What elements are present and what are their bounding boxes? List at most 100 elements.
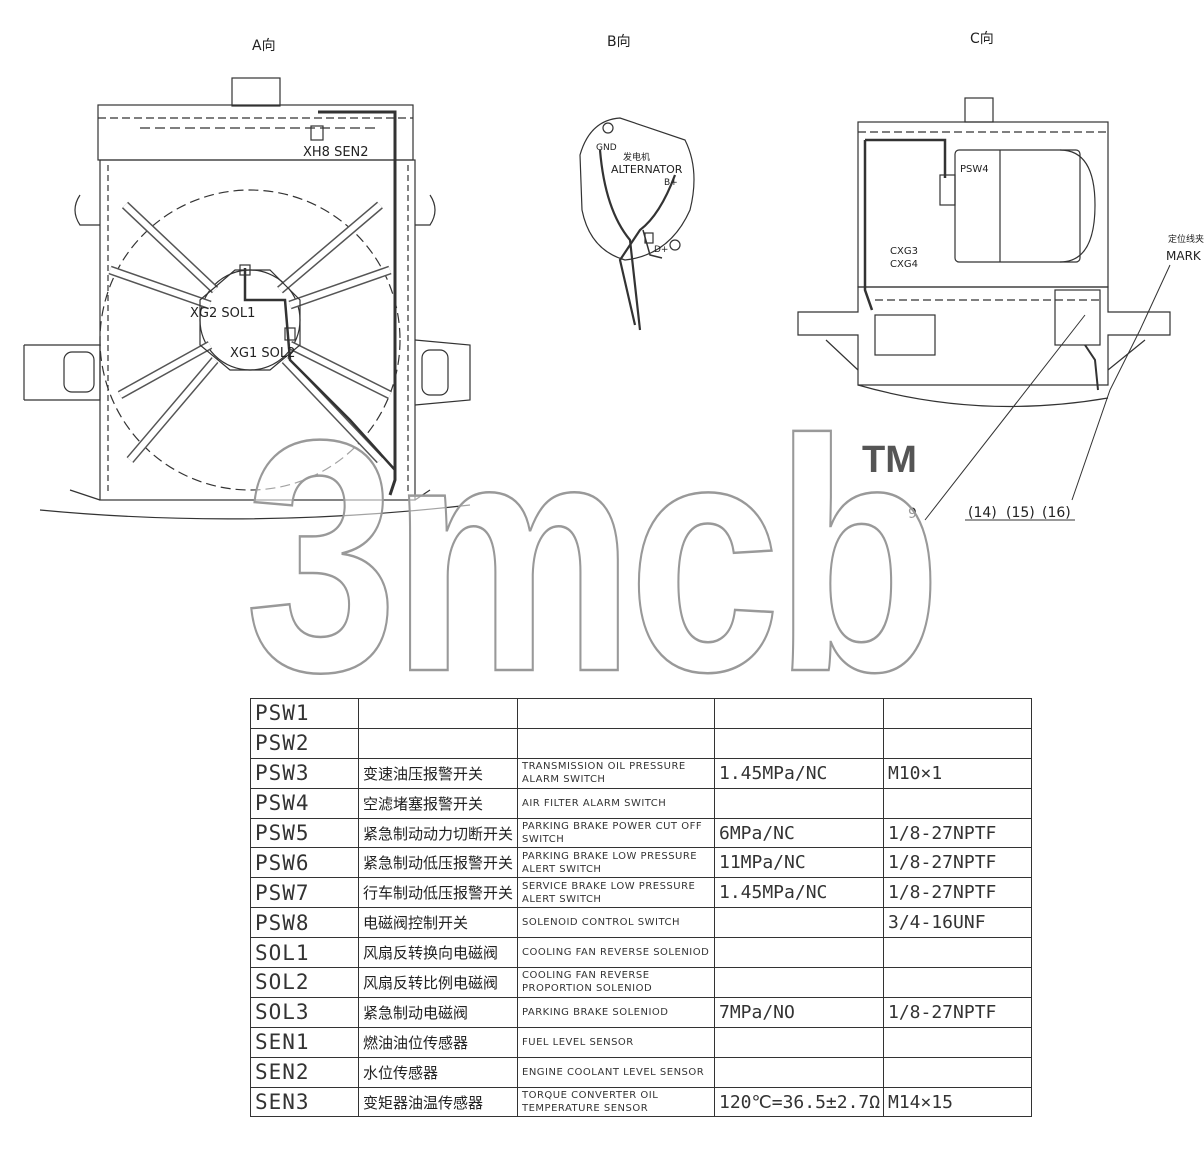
wiring-drawing: A向 <box>23 31 1204 522</box>
label-gnd: GND <box>596 143 617 153</box>
cell-en: PARKING BRAKE LOW PRESSURE ALERT SWITCH <box>517 847 715 879</box>
cell-thread: 3/4-16UNF <box>883 907 1032 939</box>
label-item-16: (16) <box>1042 505 1071 521</box>
cell-en <box>517 698 715 729</box>
cell-spec <box>714 727 884 759</box>
cell-code: PSW4 <box>250 787 359 819</box>
cell-spec: 7MPa/NO <box>714 996 884 1028</box>
cell-cn: 电磁阀控制开关 <box>358 907 518 939</box>
view-a-drawing: A向 <box>23 38 471 520</box>
cell-thread <box>883 787 1032 819</box>
view-a-title: A向 <box>252 38 276 54</box>
cell-thread <box>883 937 1032 969</box>
label-cxg3: CXG3 <box>890 246 918 257</box>
cell-spec <box>714 937 884 969</box>
cell-en: SERVICE BRAKE LOW PRESSURE ALERT SWITCH <box>517 877 715 909</box>
cell-spec <box>714 1026 884 1058</box>
cell-code: SOL2 <box>250 967 359 998</box>
cell-code: SEN3 <box>250 1086 359 1118</box>
table-row: PSW2 <box>250 727 1032 759</box>
label-cxg4: CXG4 <box>890 259 918 270</box>
label-mark: MARK <box>1166 249 1202 263</box>
cell-en: TRANSMISSION OIL PRESSURE ALARM SWITCH <box>517 757 715 789</box>
cell-spec <box>714 698 884 729</box>
cell-code: PSW7 <box>250 877 359 909</box>
cell-en: PARKING BRAKE SOLENIOD <box>517 996 715 1028</box>
cell-cn: 紧急制动低压报警开关 <box>358 847 518 879</box>
cell-thread: 1/8-27NPTF <box>883 996 1032 1028</box>
cell-code: PSW8 <box>250 907 359 939</box>
label-mark-cn: 定位线夹 <box>1168 233 1204 245</box>
cell-spec: 1.45MPa/NC <box>714 877 884 909</box>
cell-en: AIR FILTER ALARM SWITCH <box>517 787 715 819</box>
cell-en: COOLING FAN REVERSE SOLENIOD <box>517 937 715 969</box>
cell-cn: 变矩器油温传感器 <box>358 1086 518 1118</box>
label-xg1-sol2: XG1 SOL2 <box>230 346 295 361</box>
cell-en: ENGINE COOLANT LEVEL SENSOR <box>517 1056 715 1088</box>
cell-code: PSW3 <box>250 757 359 789</box>
cell-code: PSW1 <box>250 698 359 729</box>
cell-thread <box>883 1056 1032 1088</box>
cell-en: SOLENOID CONTROL SWITCH <box>517 907 715 939</box>
view-b-drawing: B向 GND 发电机 ALTERNATOR B+ D+ <box>579 34 695 331</box>
cell-spec <box>714 907 884 939</box>
cell-spec <box>714 967 884 998</box>
cell-spec: 120℃=36.5±2.7Ω <box>714 1086 884 1118</box>
cell-cn <box>358 698 518 729</box>
cell-spec: 1.45MPa/NC <box>714 757 884 789</box>
cell-code: PSW2 <box>250 727 359 759</box>
cell-code: PSW6 <box>250 847 359 879</box>
label-psw4: PSW4 <box>960 164 989 175</box>
cell-thread: 1/8-27NPTF <box>883 847 1032 879</box>
cell-thread: 1/8-27NPTF <box>883 817 1032 849</box>
view-c-title: C向 <box>970 31 994 47</box>
cell-cn: 风扇反转比例电磁阀 <box>358 967 518 998</box>
cell-spec <box>714 1056 884 1088</box>
cell-code: SOL3 <box>250 996 359 1028</box>
view-c-drawing: C向 PSW4 CXG3 CXG4 <box>797 31 1204 522</box>
table-row: PSW1 <box>250 698 1032 729</box>
cell-en: COOLING FAN REVERSE PROPORTION SOLENIOD <box>517 967 715 998</box>
cell-code: SOL1 <box>250 937 359 969</box>
cell-cn: 空滤堵塞报警开关 <box>358 787 518 819</box>
cell-en: PARKING BRAKE POWER CUT OFF SWITCH <box>517 817 715 849</box>
cell-en: FUEL LEVEL SENSOR <box>517 1026 715 1058</box>
cell-thread: M10×1 <box>883 757 1032 789</box>
cell-thread: 1/8-27NPTF <box>883 877 1032 909</box>
cell-cn: 紧急制动电磁阀 <box>358 996 518 1028</box>
cell-thread <box>883 698 1032 729</box>
label-item-15: (15) <box>1006 505 1035 521</box>
label-item-14: (14) <box>968 505 997 521</box>
cell-cn: 燃油油位传感器 <box>358 1026 518 1058</box>
label-b-plus: B+ <box>664 178 678 188</box>
cell-cn: 水位传感器 <box>358 1056 518 1088</box>
cell-spec: 11MPa/NC <box>714 847 884 879</box>
cell-thread <box>883 967 1032 998</box>
cell-en: TORQUE CONVERTER OIL TEMPERATURE SENSOR <box>517 1086 715 1118</box>
label-alternator: ALTERNATOR <box>611 163 683 176</box>
cell-en <box>517 727 715 759</box>
label-d-plus: D+ <box>654 245 668 255</box>
label-xg2-sol1: XG2 SOL1 <box>190 306 255 321</box>
view-b-title: B向 <box>607 34 631 50</box>
cell-thread: M14×15 <box>883 1086 1032 1118</box>
cell-spec: 6MPa/NC <box>714 817 884 849</box>
label-alternator-cn: 发电机 <box>623 151 650 163</box>
cell-cn: 风扇反转换向电磁阀 <box>358 937 518 969</box>
cell-spec <box>714 787 884 819</box>
cell-code: SEN2 <box>250 1056 359 1088</box>
cell-thread <box>883 1026 1032 1058</box>
